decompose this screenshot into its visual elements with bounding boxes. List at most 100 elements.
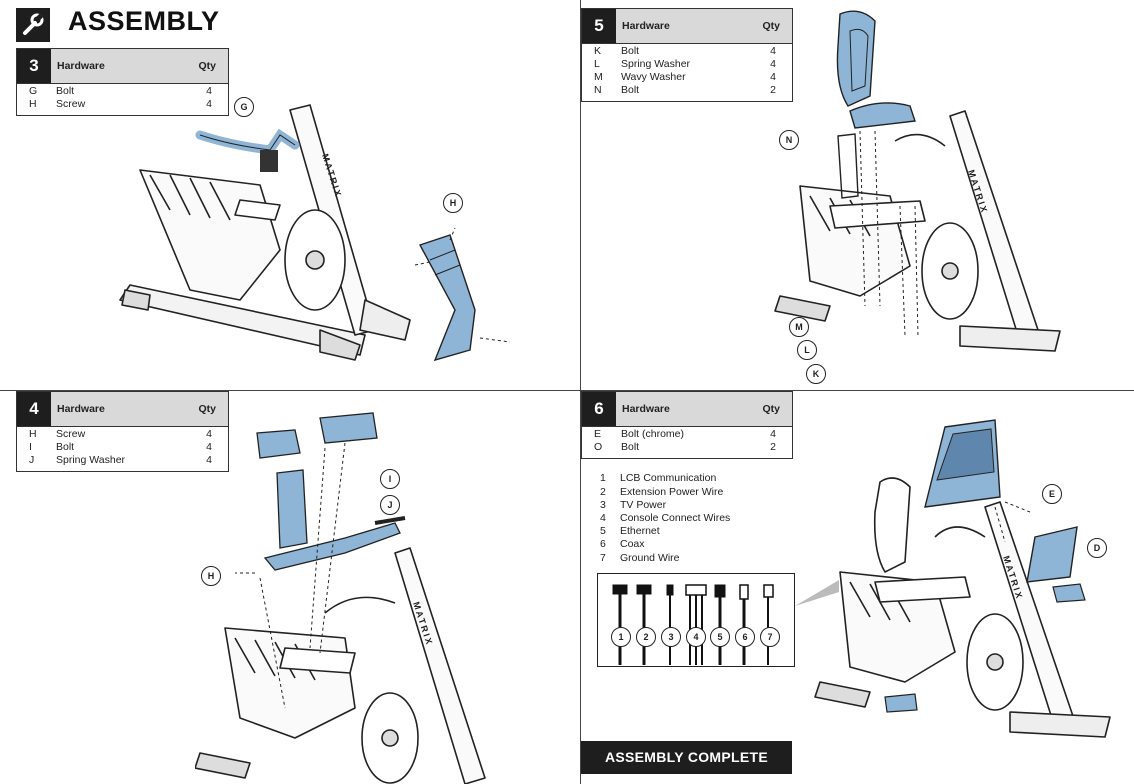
hardware-name: Bolt xyxy=(621,45,640,57)
callout-i: I xyxy=(380,469,400,489)
table-row: H Screw 4 xyxy=(17,98,228,111)
qty-heading: Qty xyxy=(762,403,780,415)
callout-k: K xyxy=(806,364,826,384)
wire-label: Coax xyxy=(620,538,645,550)
hardware-qty: 2 xyxy=(770,84,776,96)
hardware-qty: 4 xyxy=(206,454,212,466)
callout-n: N xyxy=(779,130,799,150)
hardware-letter: H xyxy=(29,428,37,440)
hardware-qty: 4 xyxy=(770,45,776,57)
hardware-name: Bolt xyxy=(621,84,640,96)
callout-d: D xyxy=(1087,538,1107,558)
callout-j: J xyxy=(380,495,400,515)
qty-heading: Qty xyxy=(762,20,780,32)
wire-label: LCB Communication xyxy=(620,472,717,484)
callout-h: H xyxy=(443,193,463,213)
hardware-name: Spring Washer xyxy=(621,58,691,70)
hardware-table-header xyxy=(582,9,792,43)
callout-l: L xyxy=(797,340,817,360)
hardware-heading: Hardware xyxy=(57,60,105,72)
wire-label: Extension Power Wire xyxy=(620,486,724,498)
hardware-heading: Hardware xyxy=(622,20,670,32)
table-row: J Spring Washer 4 xyxy=(17,454,228,467)
hardware-qty: 4 xyxy=(206,98,212,110)
hardware-letter: G xyxy=(29,85,38,97)
step-5-illustration: MATRIX xyxy=(774,10,1061,352)
callout-h: H xyxy=(201,566,221,586)
callout-m: M xyxy=(789,317,809,337)
hardware-table-header xyxy=(582,392,792,426)
page-title: ASSEMBLY xyxy=(68,6,220,36)
wire-label: Ethernet xyxy=(620,525,660,537)
hardware-name: Bolt xyxy=(56,441,75,453)
wire-label: TV Power xyxy=(620,499,667,511)
hardware-letter: M xyxy=(594,71,603,83)
callout-e: E xyxy=(1042,484,1062,504)
hardware-name: Screw xyxy=(56,98,86,110)
table-divider xyxy=(582,43,792,44)
wire-callout: 4 xyxy=(686,627,706,647)
hardware-qty: 4 xyxy=(770,58,776,70)
table-row: O Bolt 2 xyxy=(582,441,792,454)
hardware-table-step-6: 6 Hardware Qty E Bolt (chrome) 4 O Bolt … xyxy=(581,391,793,459)
hardware-name: Spring Washer xyxy=(56,454,126,466)
hardware-name: Screw xyxy=(56,428,86,440)
table-divider xyxy=(17,83,228,84)
table-row: M Wavy Washer 4 xyxy=(582,71,792,84)
wrench-icon xyxy=(16,8,50,42)
table-divider xyxy=(17,426,228,427)
table-divider xyxy=(582,426,792,427)
hardware-letter: H xyxy=(29,98,37,110)
wire-number: 1 xyxy=(600,472,606,484)
wire-number: 4 xyxy=(600,512,606,524)
hardware-qty: 4 xyxy=(770,71,776,83)
hardware-qty: 4 xyxy=(206,85,212,97)
step-number: 5 xyxy=(582,9,616,43)
detail-pointer xyxy=(795,580,839,606)
wire-callout: 6 xyxy=(735,627,755,647)
wire-callout: 1 xyxy=(611,627,631,647)
wire-number: 3 xyxy=(600,499,606,511)
assembly-complete-banner: ASSEMBLY COMPLETE xyxy=(581,741,792,774)
wire-number: 6 xyxy=(600,538,606,550)
hardware-letter: N xyxy=(594,84,602,96)
hardware-table-step-5: 5 Hardware Qty K Bolt 4 L Spring Washer … xyxy=(581,8,793,102)
wire-callout: 2 xyxy=(636,627,656,647)
hardware-qty: 4 xyxy=(206,428,212,440)
step-number: 3 xyxy=(17,49,51,83)
step-3-illustration: MATRIX xyxy=(119,104,511,362)
hardware-table-step-3: 3 Hardware Qty G Bolt 4 H Screw 4 xyxy=(16,48,229,116)
hardware-table-header xyxy=(17,392,228,426)
hardware-letter: J xyxy=(29,454,35,466)
hardware-letter: E xyxy=(594,428,602,440)
hardware-name: Bolt (chrome) xyxy=(621,428,685,440)
wire-number: 7 xyxy=(600,552,606,564)
table-row: G Bolt 4 xyxy=(17,85,228,98)
hardware-table-step-4: 4 Hardware Qty H Screw 4 I Bolt 4 J Spri… xyxy=(16,391,229,472)
table-row: H Screw 4 xyxy=(17,428,228,441)
hardware-heading: Hardware xyxy=(57,403,105,415)
hardware-letter: L xyxy=(594,58,600,70)
wire-callout: 5 xyxy=(710,627,730,647)
hardware-name: Wavy Washer xyxy=(621,71,686,83)
table-row: K Bolt 4 xyxy=(582,45,792,58)
step-number: 4 xyxy=(17,392,51,426)
horizontal-divider xyxy=(0,390,1134,391)
hardware-name: Bolt xyxy=(56,85,75,97)
hardware-name: Bolt xyxy=(621,441,640,453)
hardware-letter: I xyxy=(29,441,32,453)
wire-number: 2 xyxy=(600,486,606,498)
hardware-letter: K xyxy=(594,45,602,57)
hardware-table-header xyxy=(17,49,228,83)
step-6-illustration: MATRIX xyxy=(814,419,1111,738)
hardware-letter: O xyxy=(594,441,603,453)
table-row: L Spring Washer 4 xyxy=(582,58,792,71)
wire-label: Console Connect Wires xyxy=(620,512,731,524)
hardware-heading: Hardware xyxy=(622,403,670,415)
wire-callout: 7 xyxy=(760,627,780,647)
wire-connector-diagram xyxy=(597,573,795,667)
hardware-qty: 4 xyxy=(206,441,212,453)
qty-heading: Qty xyxy=(198,60,216,72)
table-row: I Bolt 4 xyxy=(17,441,228,454)
step-number: 6 xyxy=(582,392,616,426)
